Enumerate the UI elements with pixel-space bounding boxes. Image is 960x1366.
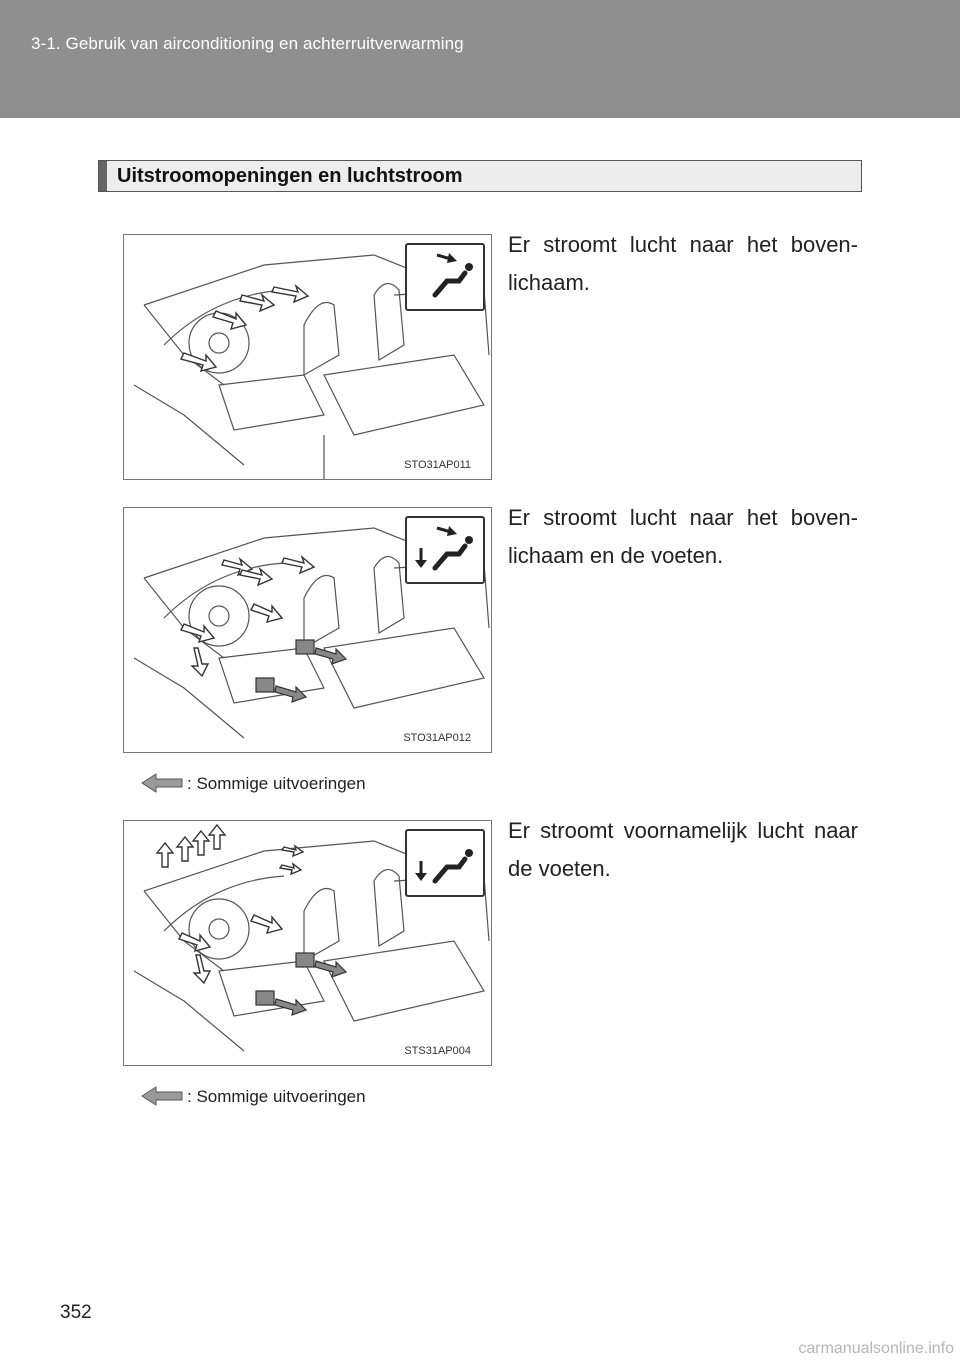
airflow-figure-upper-body-and-feet: STO31AP012 [123, 507, 492, 753]
watermark: carmanualsonline.info [798, 1340, 954, 1357]
heading-accent-bar [99, 161, 107, 191]
section-heading: Uitstroomopeningen en luchtstroom [98, 160, 862, 192]
airflow-figure-feet: STS31AP004 [123, 820, 492, 1066]
figure-code: STS31AP004 [404, 1045, 471, 1057]
car-interior-illustration [133, 823, 490, 1052]
air-to-feet-icon [405, 829, 485, 897]
page-number: 352 [60, 1302, 92, 1323]
grey-arrow-icon [141, 773, 183, 793]
airflow-description: Er stroomt voornamelijk lucht naar de vo… [508, 818, 858, 881]
airflow-figure-upper-body: STO31AP011 [123, 234, 492, 480]
figure-code: STO31AP011 [404, 459, 471, 471]
airflow-description: Er stroomt lucht naar het boven-lichaam … [508, 505, 858, 568]
figure-code: STO31AP012 [403, 732, 471, 744]
page-header: 3-1. Gebruik van airconditioning en acht… [0, 0, 960, 118]
variant-note-text: : Sommige uitvoeringen [187, 774, 366, 793]
section-heading-text: Uitstroomopeningen en luchtstroom [117, 165, 463, 187]
air-to-upper-body-and-feet-icon [405, 516, 485, 584]
air-to-upper-body-icon [405, 243, 485, 311]
car-interior-illustration [133, 527, 490, 739]
airflow-description: Er stroomt lucht naar het boven-lichaam. [508, 232, 858, 295]
grey-arrow-icon [141, 1086, 183, 1106]
variant-note-text: : Sommige uitvoeringen [187, 1087, 366, 1106]
chapter-title: 3-1. Gebruik van airconditioning en acht… [31, 34, 464, 53]
